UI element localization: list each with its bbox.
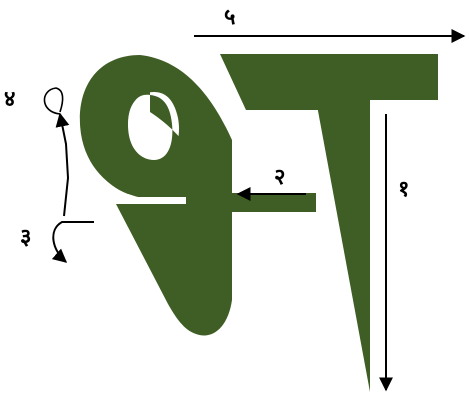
stroke-4-arrow [55,112,70,217]
top-bar-shape [220,54,438,110]
letter-bha-glyph [79,54,438,392]
lower-body-shape [116,204,232,336]
stroke-3-label: ३ [20,225,31,250]
stroke-4-label: ४ [4,87,15,112]
stroke-5-label: ५ [224,5,235,30]
stroke-2-label: २ [274,165,285,190]
stroke-4-curl [43,87,64,115]
loop-outer-shape [79,55,232,197]
vertical-stem-shape [316,100,370,392]
stroke-3-arrow [51,221,94,263]
stroke-1-label: १ [398,177,409,202]
